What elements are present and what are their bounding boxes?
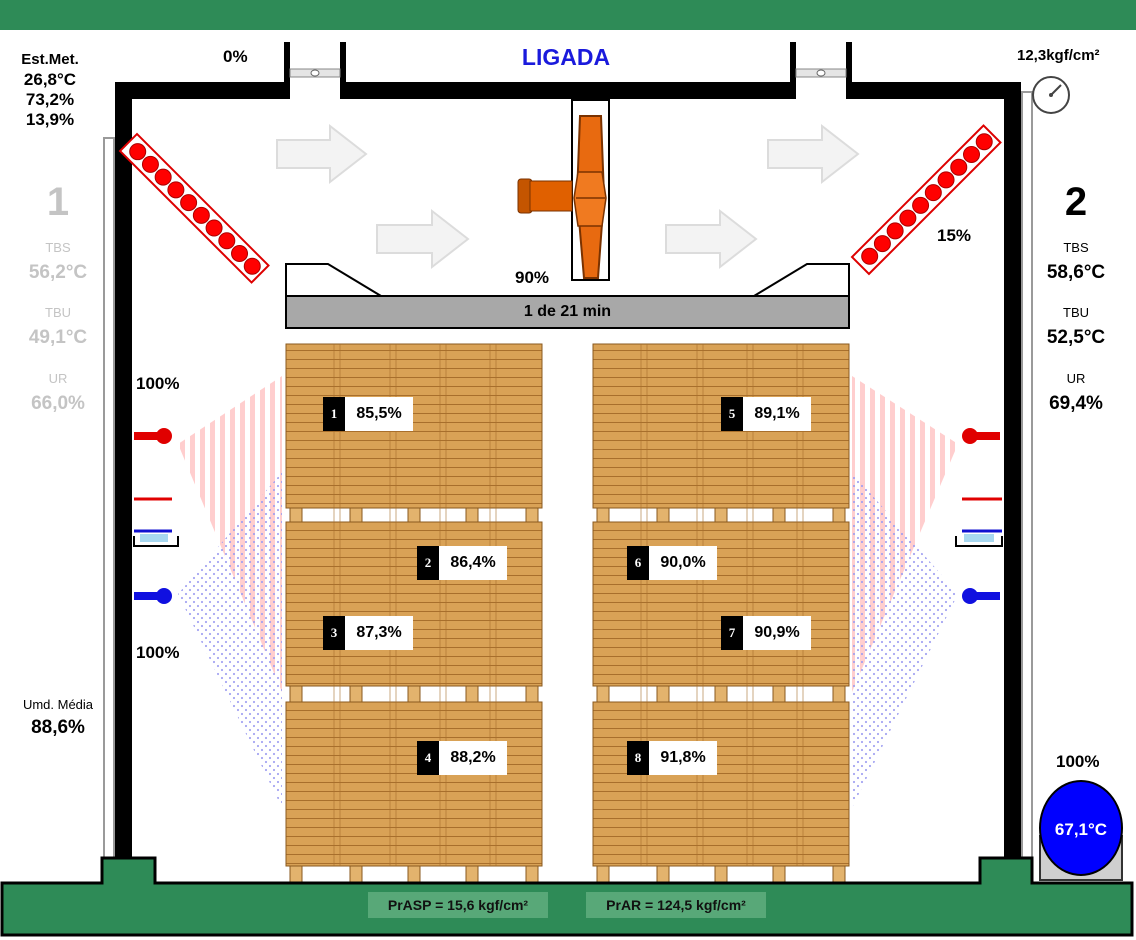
side-2-number: 2	[1064, 180, 1088, 224]
fan-speed-percent: 90%	[515, 268, 550, 287]
side-1-tbu-value: 49,1°C	[28, 327, 88, 348]
side-1-number: 1	[46, 180, 70, 224]
moisture-sensor-4[interactable]: 4 88,2%	[417, 741, 507, 775]
moisture-sensor-8[interactable]: 8 91,8%	[627, 741, 717, 775]
sensor-value: 90,0%	[649, 546, 717, 580]
side-2-tbs-value: 58,6°C	[1046, 262, 1106, 283]
sensor-number: 7	[721, 616, 743, 650]
sensor-number: 6	[627, 546, 649, 580]
left-valve-top-percent: 100%	[136, 374, 180, 393]
left-valve-bottom-percent: 100%	[136, 643, 180, 662]
sensor-value: 90,9%	[743, 616, 811, 650]
sensor-value: 86,4%	[439, 546, 507, 580]
fan	[517, 99, 610, 281]
cycle-timer: 1 de 21 min	[523, 303, 612, 320]
average-humidity: Umd. Média 88,6%	[8, 697, 108, 739]
moisture-sensor-1[interactable]: 1 85,5%	[323, 397, 413, 431]
weather-temperature: 26,8°C	[23, 70, 77, 89]
sensor-number: 8	[627, 741, 649, 775]
side-1-ur-label: UR	[48, 371, 68, 386]
average-humidity-value: 88,6%	[31, 717, 85, 738]
moisture-sensor-5[interactable]: 5 89,1%	[721, 397, 811, 431]
side-1-tbs-value: 56,2°C	[28, 262, 88, 283]
sensor-value: 91,8%	[649, 741, 717, 775]
pressure-gauge	[1032, 76, 1070, 114]
side-1-tbs-label: TBS	[45, 240, 71, 255]
sensor-value: 89,1%	[743, 397, 811, 431]
side-1-ur-value: 66,0%	[31, 393, 85, 414]
moisture-sensor-3[interactable]: 3 87,3%	[323, 616, 413, 650]
boiler-temperature: 67,1°C	[1054, 820, 1108, 839]
moisture-sensor-6[interactable]: 6 90,0%	[627, 546, 717, 580]
weather-station: Est.Met. 26,8°C 73,2% 13,9%	[8, 50, 92, 130]
side-1-tbu-label: TBU	[45, 305, 71, 320]
sensor-value: 87,3%	[345, 616, 413, 650]
side-2-tbu-value: 52,5°C	[1046, 327, 1106, 348]
side-2-tbs-label: TBS	[1063, 240, 1089, 255]
sensor-number: 3	[323, 616, 345, 650]
sensor-number: 1	[323, 397, 345, 431]
left-heater	[118, 132, 270, 284]
sensor-value: 88,2%	[439, 741, 507, 775]
moisture-sensor-2[interactable]: 2 86,4%	[417, 546, 507, 580]
pressure-readout: 12,3kgf/cm²	[1017, 47, 1100, 64]
right-pipe	[1021, 91, 1033, 861]
top-bar	[0, 0, 1136, 30]
pressure-ar: PrAR = 124,5 kgf/cm²	[606, 897, 746, 913]
average-humidity-label: Umd. Média	[22, 697, 94, 712]
sensor-number: 5	[721, 397, 743, 431]
moisture-sensor-7[interactable]: 7 90,9%	[721, 616, 811, 650]
sensor-number: 4	[417, 741, 439, 775]
pressure-asp: PrASP = 15,6 kgf/cm²	[387, 897, 529, 913]
sensor-value: 85,5%	[345, 397, 413, 431]
top-left-vent-percent: 0%	[223, 47, 248, 66]
side-2-tbu-label: TBU	[1063, 305, 1089, 320]
boiler-percent: 100%	[1056, 752, 1100, 771]
weather-station-title: Est.Met.	[21, 51, 79, 68]
right-heater-percent: 15%	[937, 226, 972, 245]
status-indicator: LIGADA	[521, 44, 611, 70]
left-pipe	[103, 137, 115, 861]
side-2-ur-value: 69,4%	[1049, 393, 1103, 414]
sensor-number: 2	[417, 546, 439, 580]
weather-humidity: 73,2%	[25, 90, 75, 109]
right-heater	[850, 124, 1002, 276]
side-2-ur-label: UR	[1066, 371, 1086, 386]
weather-third-value: 13,9%	[25, 110, 75, 129]
